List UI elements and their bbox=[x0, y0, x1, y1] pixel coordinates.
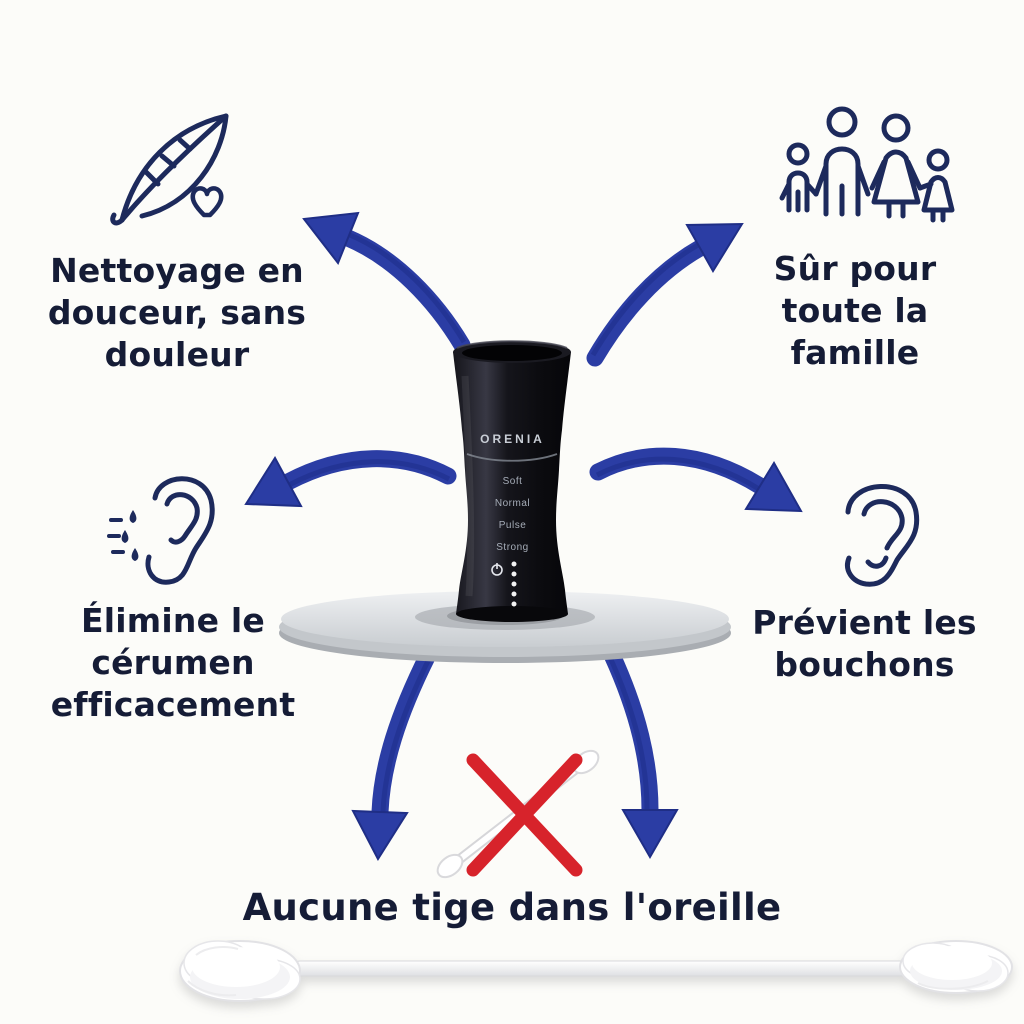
swab-tip-right bbox=[899, 940, 1013, 994]
ear-cleaning-icon bbox=[105, 462, 240, 602]
warning-label: Aucune tige dans l'oreille bbox=[242, 886, 782, 929]
arrow-top-right bbox=[586, 222, 744, 367]
swab-stick bbox=[292, 960, 909, 977]
device-mode-label: Soft bbox=[502, 476, 523, 487]
benefit-label-mid-left: Élimine le cérumen efficacement bbox=[50, 601, 296, 724]
arrow-head bbox=[744, 461, 803, 513]
benefit-label-top-left: Nettoyage en douceur, sans douleur bbox=[47, 251, 307, 374]
arrow-head bbox=[351, 809, 409, 862]
display-platform bbox=[279, 591, 731, 663]
swab-tip-left bbox=[179, 940, 301, 1002]
arrow-head bbox=[621, 809, 679, 860]
family-icon bbox=[770, 98, 960, 238]
arrow-head bbox=[244, 456, 303, 508]
no-cotton-swab-icon bbox=[436, 749, 600, 879]
cotton-swab-image bbox=[179, 940, 1013, 1002]
arrow-bottom-right bbox=[603, 646, 679, 860]
arrow-head bbox=[685, 222, 744, 273]
device-power-icon bbox=[491, 563, 503, 576]
benefit-label-top-right: Sûr pour toute la famille bbox=[773, 249, 937, 372]
benefit-label-mid-right: Prévient les bouchons bbox=[752, 603, 977, 684]
ear-cleaner-device: ORENIA Soft Normal Pulse Strong bbox=[447, 336, 578, 634]
arrow-bottom-left bbox=[351, 646, 437, 862]
arrow-mid-right bbox=[589, 447, 803, 513]
ear-icon bbox=[822, 468, 932, 598]
arrow-top-left bbox=[302, 211, 471, 354]
device-mode-label: Strong bbox=[496, 542, 529, 553]
arrow-mid-left bbox=[244, 450, 457, 508]
device-brand-label: ORENIA bbox=[480, 432, 545, 446]
feather-heart-icon bbox=[100, 102, 250, 237]
arrow-head bbox=[302, 211, 360, 265]
red-cross-icon bbox=[466, 753, 583, 877]
device-mode-label: Pulse bbox=[498, 520, 527, 531]
device-mode-label: Normal bbox=[494, 498, 531, 509]
device-led-dots bbox=[511, 561, 517, 607]
device-body bbox=[453, 352, 571, 614]
